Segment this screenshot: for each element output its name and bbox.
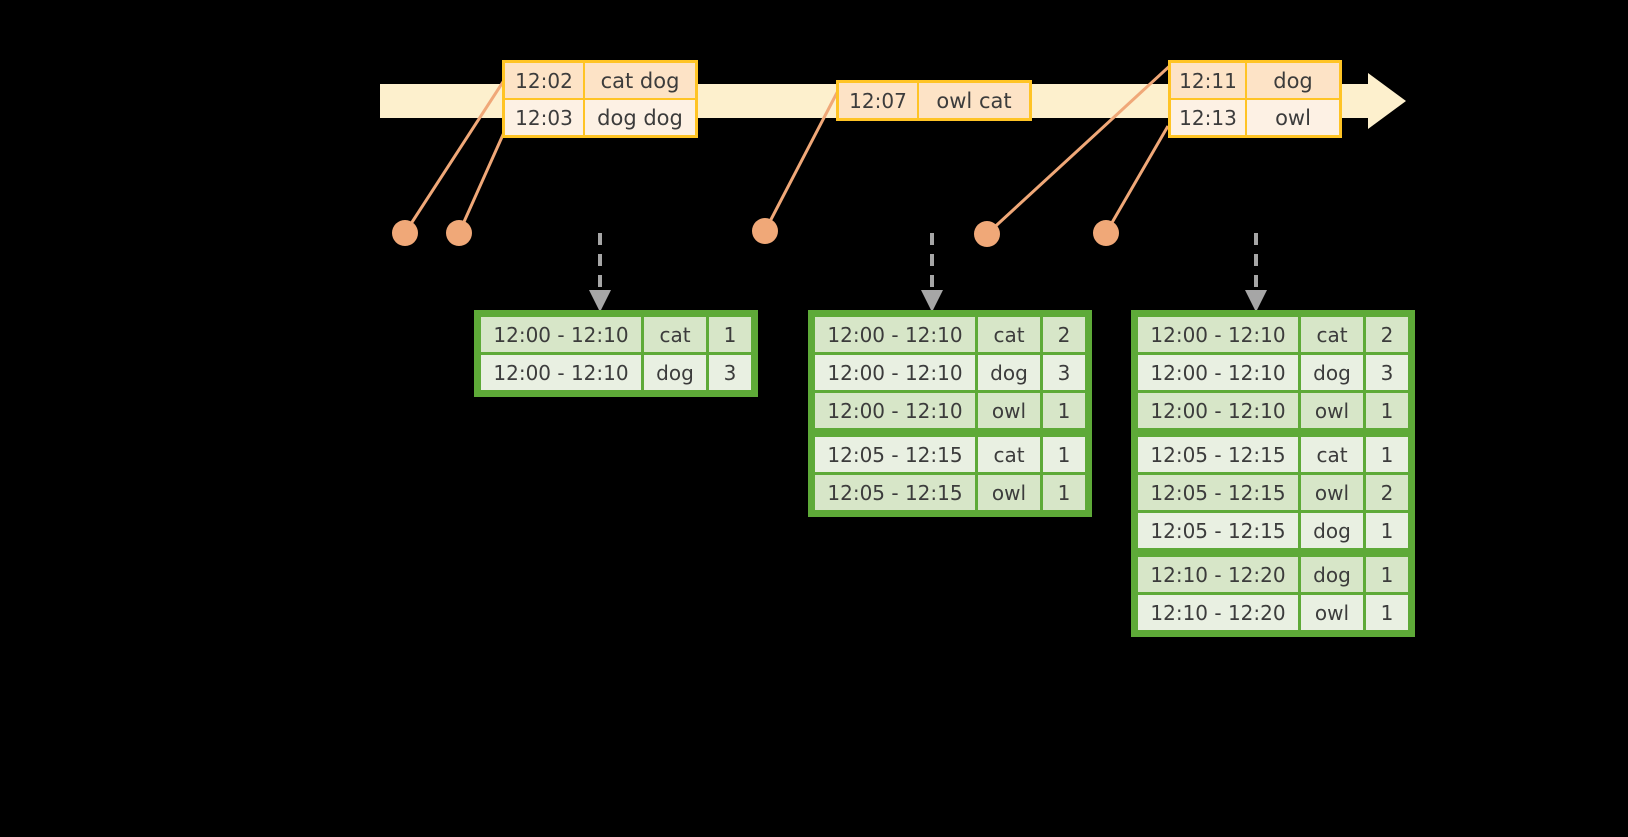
cell-window: 12:00 - 12:10	[1138, 317, 1298, 352]
cell-window: 12:00 - 12:10	[815, 355, 975, 390]
event-words: dog	[1273, 68, 1313, 93]
cell-count: 3	[709, 355, 751, 390]
cell-key: cat	[644, 317, 706, 352]
cell-window: 12:00 - 12:10	[815, 393, 975, 428]
cell-key: dog	[1301, 513, 1363, 548]
cell-count: 1	[1366, 557, 1408, 592]
cell-count: 1	[1366, 595, 1408, 630]
event-time: 12:03	[505, 100, 585, 135]
timeline-arrowhead	[1368, 73, 1406, 129]
cell-key: cat	[978, 437, 1040, 472]
cell-window: 12:10 - 12:20	[1138, 595, 1298, 630]
window-group-separator	[1138, 551, 1408, 554]
event-row: 12:07 owl cat	[839, 83, 1029, 118]
event-time: 12:11	[1171, 63, 1247, 98]
cell-window: 12:00 - 12:10	[1138, 393, 1298, 428]
stream-marker-dot	[1093, 220, 1119, 246]
event-time: 12:07	[839, 83, 919, 118]
cell-count: 1	[1043, 475, 1085, 510]
cell-window: 12:00 - 12:10	[815, 317, 975, 352]
event-row: 12:02 cat dog	[505, 63, 695, 98]
stream-marker-dot	[446, 220, 472, 246]
cell-count: 2	[1366, 317, 1408, 352]
event-words: dog dog	[597, 105, 683, 130]
cell-count: 1	[709, 317, 751, 352]
cell-window: 12:05 - 12:15	[1138, 475, 1298, 510]
cell-key: cat	[1301, 437, 1363, 472]
event-group-2: 12:07 owl cat	[836, 80, 1032, 121]
cell-key: owl	[978, 393, 1040, 428]
cell-window: 12:05 - 12:15	[1138, 513, 1298, 548]
cell-window: 12:00 - 12:10	[481, 355, 641, 390]
cell-count: 1	[1366, 437, 1408, 472]
window-group-separator	[1138, 431, 1408, 434]
cell-key: owl	[1301, 595, 1363, 630]
event-group-3: 12:11 dog 12:13 owl	[1168, 60, 1342, 138]
cell-window: 12:00 - 12:10	[1138, 355, 1298, 390]
event-row: 12:13 owl	[1171, 98, 1339, 135]
window-group-separator	[815, 431, 1085, 434]
stream-marker-dot	[974, 221, 1000, 247]
cell-window: 12:05 - 12:15	[815, 437, 975, 472]
cell-key: dog	[1301, 355, 1363, 390]
event-words: cat dog	[600, 68, 680, 93]
cell-key: owl	[1301, 393, 1363, 428]
cell-count: 1	[1043, 393, 1085, 428]
cell-window: 12:05 - 12:15	[1138, 437, 1298, 472]
cell-count: 1	[1366, 513, 1408, 548]
stream-marker-dot	[752, 218, 778, 244]
cell-key: owl	[978, 475, 1040, 510]
cell-count: 3	[1043, 355, 1085, 390]
cell-window: 12:00 - 12:10	[481, 317, 641, 352]
cell-key: cat	[1301, 317, 1363, 352]
cell-key: dog	[978, 355, 1040, 390]
cell-key: cat	[978, 317, 1040, 352]
cell-count: 2	[1043, 317, 1085, 352]
cell-window: 12:05 - 12:15	[815, 475, 975, 510]
event-words: owl	[1275, 105, 1311, 130]
event-time: 12:02	[505, 63, 585, 98]
stream-marker-dot	[392, 220, 418, 246]
event-row: 12:03 dog dog	[505, 98, 695, 135]
event-words: owl cat	[936, 88, 1012, 113]
event-time: 12:13	[1171, 100, 1247, 135]
cell-count: 3	[1366, 355, 1408, 390]
cell-key: owl	[1301, 475, 1363, 510]
cell-count: 1	[1043, 437, 1085, 472]
event-group-1: 12:02 cat dog 12:03 dog dog	[502, 60, 698, 138]
cell-count: 1	[1366, 393, 1408, 428]
event-row: 12:11 dog	[1171, 63, 1339, 98]
cell-count: 2	[1366, 475, 1408, 510]
cell-key: dog	[1301, 557, 1363, 592]
cell-key: dog	[644, 355, 706, 390]
cell-window: 12:10 - 12:20	[1138, 557, 1298, 592]
